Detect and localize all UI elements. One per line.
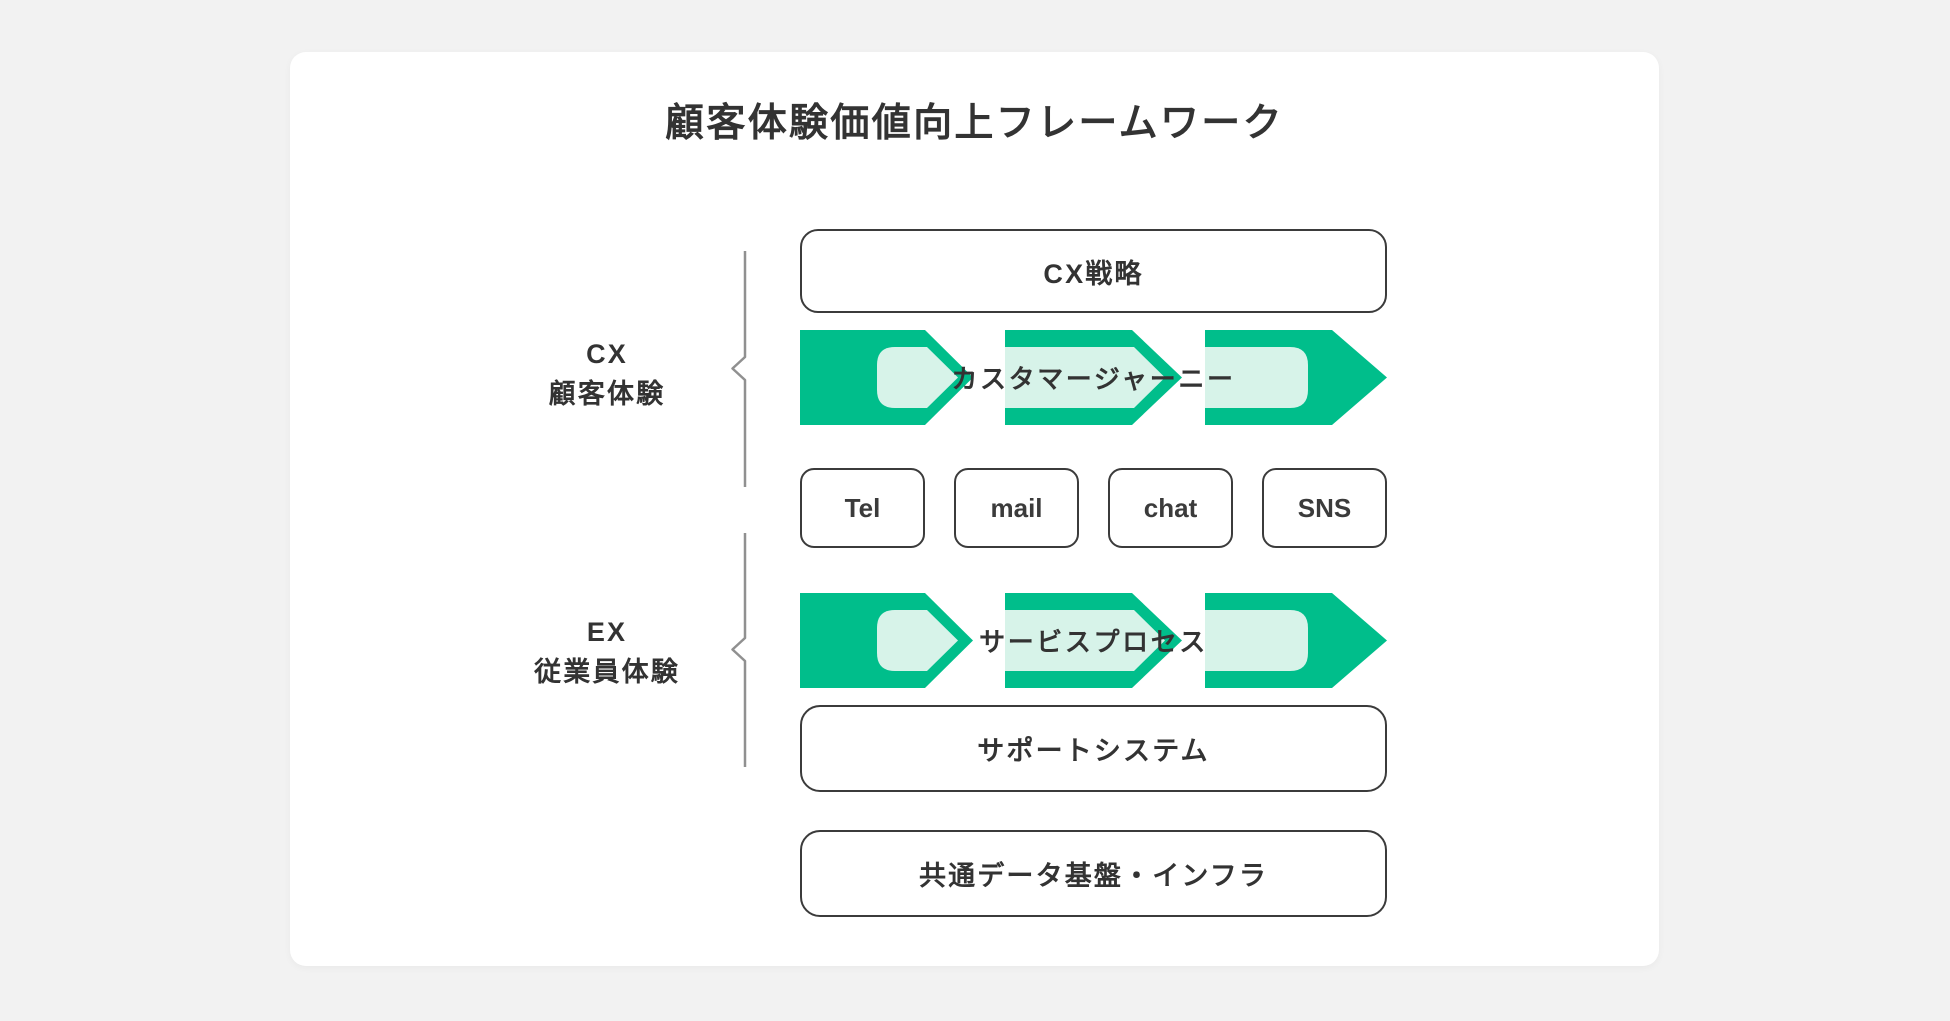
- chevron-segment-2-inner: [1005, 347, 1165, 408]
- channel-chat-label: chat: [1143, 492, 1198, 523]
- channel-box-mail: mail: [954, 468, 1079, 548]
- service-process-arrows-graphic: [800, 593, 1387, 688]
- cx-group-brace-icon: [731, 251, 747, 487]
- customer-journey-row: カスタマージャーニー: [800, 330, 1387, 425]
- channel-tel-label: Tel: [844, 492, 881, 523]
- channel-box-tel: Tel: [800, 468, 925, 548]
- chevron-segment-2-inner: [1005, 610, 1165, 671]
- channel-sns-label: SNS: [1297, 492, 1352, 523]
- chevron-segment-1-inner: [877, 610, 958, 671]
- chevron-segment-1-inner: [877, 347, 958, 408]
- infrastructure-label: 共通データ基盤・インフラ: [918, 861, 1269, 891]
- channel-box-chat: chat: [1108, 468, 1233, 548]
- group-label-ex: EX 従業員体験: [497, 612, 717, 692]
- group-cx-name: 顧客体験: [548, 379, 666, 409]
- group-cx-abbr: CX: [586, 339, 628, 369]
- page-title: 顧客体験価値向上フレームワーク: [665, 102, 1284, 145]
- infrastructure-box: 共通データ基盤・インフラ: [800, 830, 1387, 917]
- support-system-label: サポートシステム: [977, 736, 1210, 766]
- cx-strategy-box: CX戦略: [800, 229, 1387, 313]
- group-ex-name: 従業員体験: [534, 657, 680, 687]
- group-ex-abbr: EX: [586, 617, 628, 647]
- channel-mail-label: mail: [990, 492, 1043, 523]
- group-label-cx: CX 顧客体験: [497, 334, 717, 414]
- chevron-segment-3-inner: [1205, 610, 1308, 671]
- service-process-row: サービスプロセス: [800, 593, 1387, 688]
- service-process-label: サービスプロセス: [979, 627, 1208, 657]
- cx-strategy-label: CX戦略: [1043, 258, 1144, 289]
- support-system-box: サポートシステム: [800, 705, 1387, 792]
- channel-box-sns: SNS: [1262, 468, 1387, 548]
- channel-row: Tel mail chat SNS: [800, 468, 1387, 548]
- customer-journey-label: カスタマージャーニー: [951, 364, 1236, 394]
- customer-journey-arrows-graphic: [800, 330, 1387, 425]
- chevron-segment-3-inner: [1205, 347, 1308, 408]
- ex-group-brace-icon: [731, 533, 747, 767]
